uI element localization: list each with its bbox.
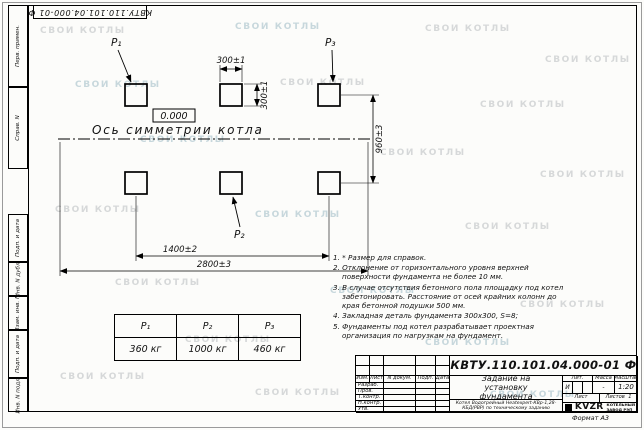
symmetry-axis-label: Ось симметрии котла	[92, 123, 264, 137]
margin-field-label: Подп. и дата	[15, 218, 22, 258]
load-table-value: 1000 кг	[176, 337, 239, 361]
foundation-pad	[317, 83, 341, 107]
margin-field-inv-dubl: Инв. N дубл.	[8, 260, 28, 298]
margin-field-label: Подп. и дата	[15, 334, 22, 374]
stamp-lit-header: Лит.	[563, 376, 593, 382]
foundation-plan-drawing: 0.000 Р₁ Р₃ Р₂ Ось симметрии котла 300±1…	[58, 37, 385, 276]
elevation-mark-value: 0.000	[160, 111, 187, 122]
stamp-col-docnum: N докум.	[384, 376, 416, 383]
load-table-value: 460 кг	[238, 337, 301, 361]
stamp-role-razrab: Разраб.	[356, 383, 384, 389]
pad-label-p3: Р₃	[325, 37, 336, 49]
dim-pad-width: 300±1	[217, 56, 246, 66]
pad-label-p2: Р₂	[234, 229, 245, 241]
stamp-role-nkontr: Н.контр.	[356, 401, 384, 407]
margin-field-label: Взам. инв. N	[15, 294, 22, 332]
company-name-line2: ЗАВОД РЭП	[606, 406, 633, 412]
company-name-line1: КОТЕЛЬНЫЙ	[606, 403, 636, 407]
margin-field-inv-podl: Инв. N подл.	[8, 376, 28, 414]
load-table-header: Р₁	[114, 314, 177, 338]
note-3: 3. В случае отсутствия бетонного пола пл…	[333, 282, 564, 311]
load-table-header: Р₃	[238, 314, 301, 338]
load-table-value: 360 кг	[114, 337, 177, 361]
elevation-mark-box	[152, 108, 196, 123]
margin-field-label: Перв. примен.	[15, 25, 21, 67]
foundation-pad	[219, 171, 243, 195]
stamp-role-prov: Пров.	[356, 389, 384, 395]
title-block: Изм. Лист N докум. Подп. Дата Разраб. Пр…	[355, 355, 638, 413]
stamp-company-cell: KVZR КОТЕЛЬНЫЙ ЗАВОД РЭП	[563, 403, 638, 413]
dim-row-spacing: 960±3	[375, 125, 385, 154]
dim-col-span: 1400±2	[163, 245, 197, 255]
stamp-mass-value: -	[593, 382, 615, 394]
notes-block: 1. * Размер для справок. 2. Отклонение о…	[333, 253, 565, 341]
kvzr-logo-mark	[564, 404, 572, 411]
stamp-col-podp: Подп.	[416, 376, 436, 383]
margin-field-podp-data-2: Подп. и дата	[8, 330, 28, 378]
stamp-doc-number: КВТУ.110.101.04.000-01 Ф	[450, 356, 638, 376]
note-5: 5. Фундаменты под котел разрабатывает пр…	[333, 321, 534, 340]
load-table-header-row: Р₁ Р₂ Р₃	[114, 314, 301, 338]
stamp-subtitle: Котел Водогрейный Heatexpert-КВр-1,28-КБ…	[450, 400, 563, 413]
margin-field-sprav-n: Справ. N	[8, 87, 28, 169]
note-4: 4. Закладная деталь фундамента 300x300, …	[333, 311, 519, 321]
stamp-scale-header: Масштаб	[615, 376, 638, 382]
dimension-lines	[59, 66, 376, 274]
stamp-col-izm: Изм.	[356, 376, 370, 383]
margin-field-label: Справ. N	[15, 115, 21, 141]
stamp-col-data: Дата	[436, 376, 450, 383]
kvzr-logo-text: KVZR	[574, 403, 604, 412]
foundation-pad	[124, 83, 148, 107]
margin-field-perv-primen: Перв. примен.	[8, 5, 28, 87]
stamp-scale-value: 1:20	[615, 382, 638, 394]
foundation-pad	[124, 171, 148, 195]
load-table-value-row: 360 кг 1000 кг 460 кг	[114, 337, 301, 361]
format-label: Формат А3	[572, 414, 610, 422]
company-name: КОТЕЛЬНЫЙ ЗАВОД РЭП	[607, 403, 636, 412]
stamp-col-list: Лист	[370, 376, 384, 383]
stamp-role-utv: Утв.	[356, 407, 384, 413]
extension-lines	[59, 65, 379, 276]
note-2: 2. Отклонение от горизонтального уровня …	[333, 263, 529, 282]
dim-pad-height: 300±1	[260, 81, 270, 110]
leader-lines	[117, 49, 336, 228]
margin-field-vzam-inv: Взам. инв. N	[8, 294, 28, 332]
stamp-lit-value: И	[563, 382, 573, 394]
drawing-frame	[28, 5, 637, 412]
load-table-header: Р₂	[176, 314, 239, 338]
foundation-pads	[124, 83, 341, 195]
margin-field-label: Инв. N подл.	[15, 376, 21, 414]
dim-total-span: 2800±3	[197, 260, 231, 270]
foundation-pad	[219, 83, 243, 107]
stamp-role-tkontr: Т.контр.	[356, 395, 384, 401]
stamp-mass-header: Масса	[593, 376, 615, 382]
stamp-sheet-label: Лист	[563, 394, 600, 403]
stamp-sheets-value: 1	[628, 394, 632, 401]
corner-doc-number: КВТУ.110.101.04.000-01 Ф	[28, 5, 152, 19]
margin-field-label: Инв. N дубл.	[15, 260, 22, 298]
note-1: 1. * Размер для справок.	[333, 253, 427, 262]
foundation-pad	[317, 171, 341, 195]
load-table: Р₁ Р₂ Р₃ 360 кг 1000 кг 460 кг	[114, 314, 301, 361]
pad-label-p1: Р₁	[111, 37, 122, 49]
stamp-sheets-label: Листов	[605, 394, 625, 401]
stamp-title: Задание на установку фундамента	[450, 376, 563, 400]
stamp-sheets-cell: Листов 1	[600, 394, 638, 403]
margin-field-podp-data-1: Подп. и дата	[8, 214, 28, 262]
